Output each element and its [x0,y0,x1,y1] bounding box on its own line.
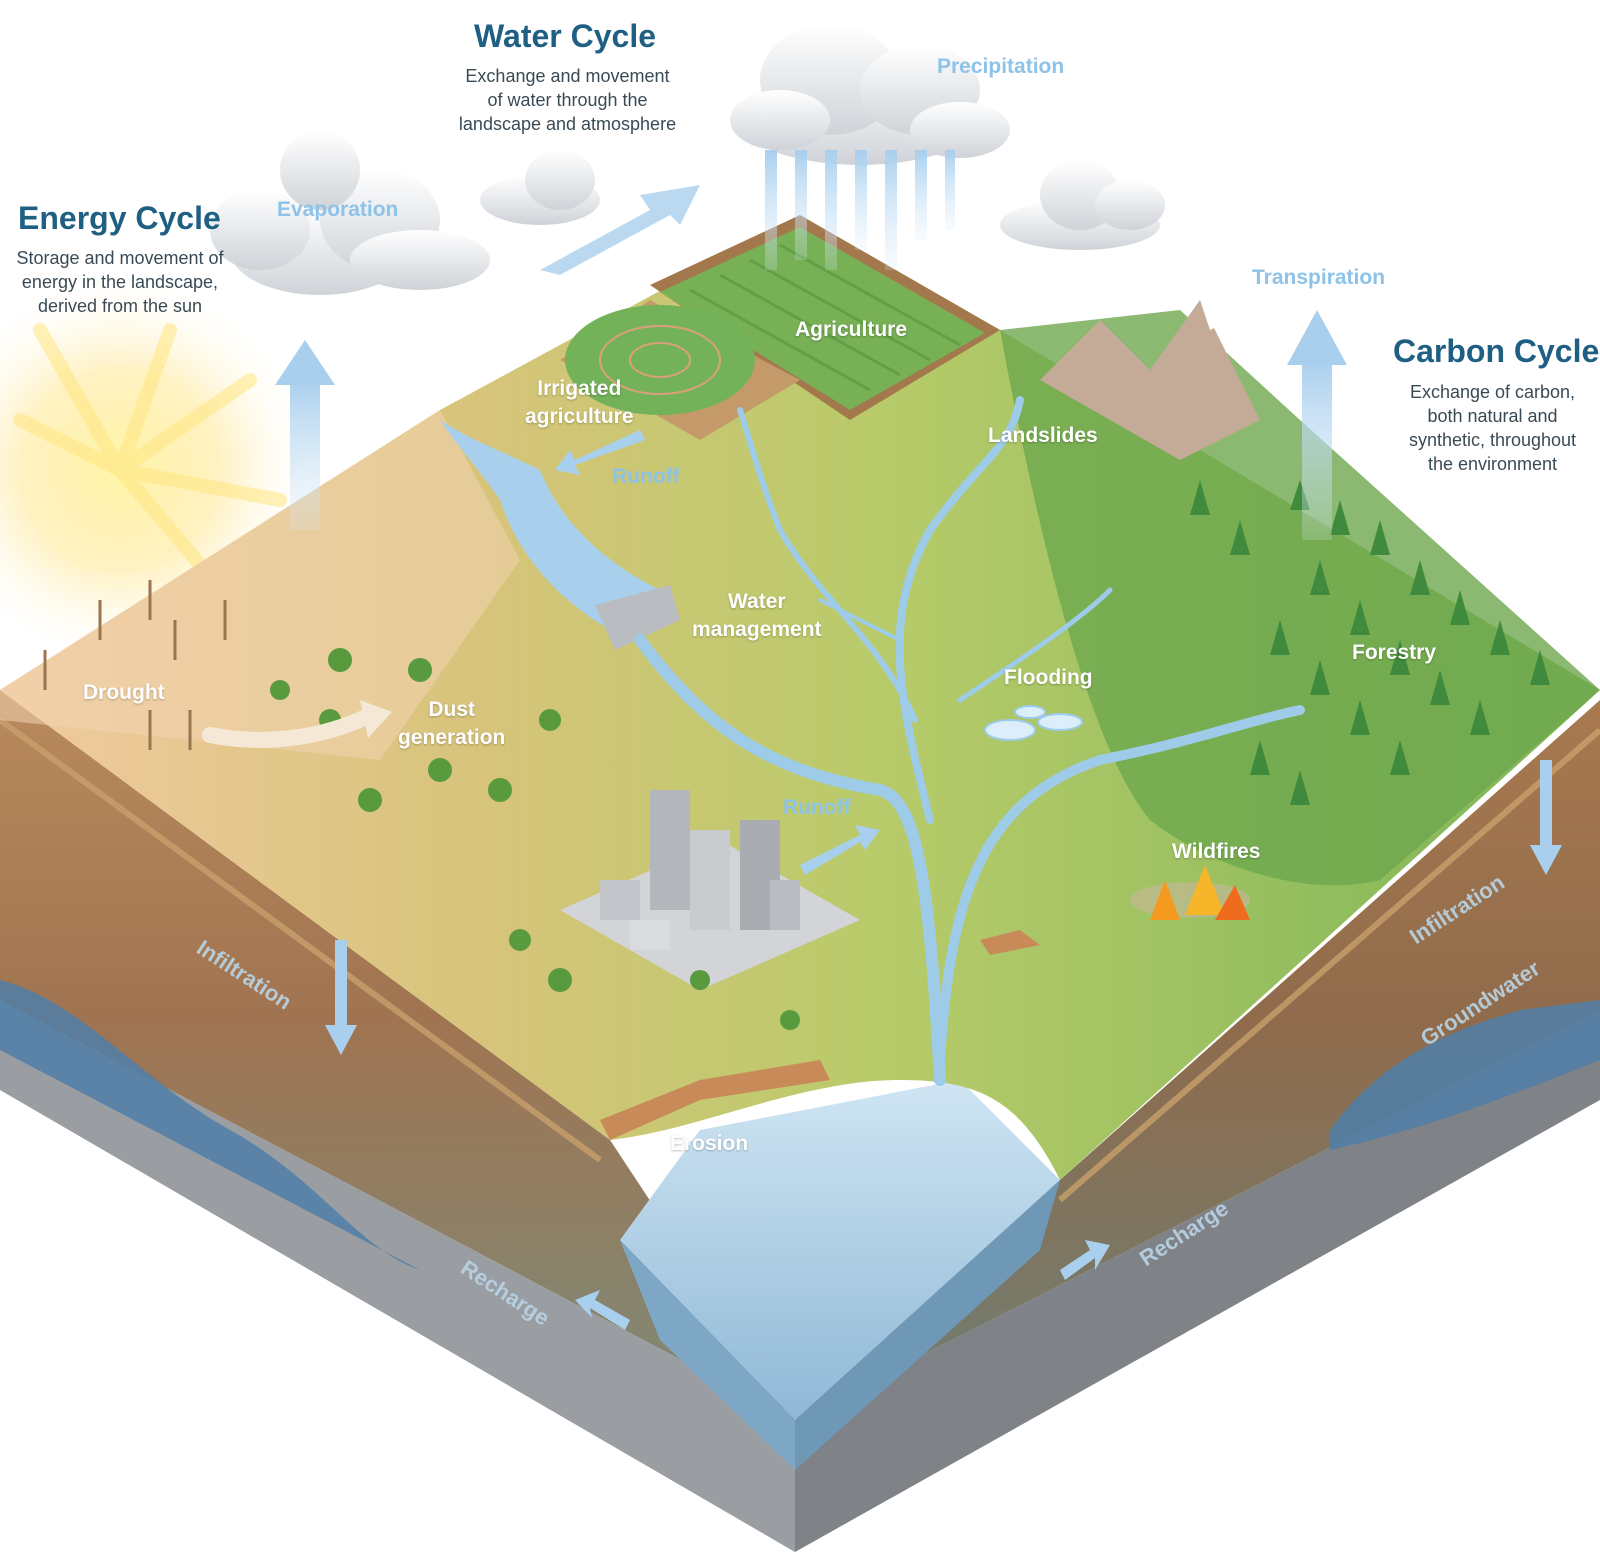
dust-arrow [202,700,392,748]
infiltration-arrow-left [325,940,357,1055]
irrigated-line: agriculture [525,405,634,428]
evaporation-label: Evaporation [277,198,399,221]
wildfire-icon [1130,865,1250,920]
landslides-label: Landslides [988,424,1098,447]
water-management-label: Water management [692,588,822,644]
recharge-arrow-right [1060,1240,1110,1280]
energy-desc-line: energy in the landscape, [21,272,219,292]
dust-generation-label: Dust generation [398,696,505,752]
runoff-arrow-top [555,430,645,475]
water-cycle-title: Water Cycle [474,18,656,54]
land-surface [0,215,1600,1180]
energy-cycle-title: Energy Cycle [18,200,221,236]
river [634,396,1305,1086]
dust-line: Dust [428,698,476,721]
carbon-desc-line: the environment [1427,454,1558,474]
runoff-label-city: Runoff [783,796,851,819]
forestry-label: Forestry [1352,641,1437,664]
carbon-desc-line: both natural and [1427,406,1558,426]
flood-pools [984,705,1083,741]
carbon-desc-line: synthetic, throughout [1408,430,1577,450]
small-cloud-left [480,150,600,225]
water-desc-line: Exchange and movement [465,66,670,86]
water-desc-line: of water through the [487,90,648,110]
water-management-line: Water [727,590,786,613]
carbon-cycle-desc: Exchange of carbon, both natural and syn… [1385,380,1600,476]
energy-desc-line: derived from the sun [37,296,203,316]
precipitation-label: Precipitation [937,55,1065,78]
city-buildings [560,790,860,990]
flooding-label: Flooding [1004,666,1093,689]
agriculture-label: Agriculture [795,318,908,341]
water-management-line: management [692,618,822,641]
carbon-desc-line: Exchange of carbon, [1409,382,1576,402]
conifer-forest [1190,480,1550,805]
wildfires-label: Wildfires [1172,840,1261,863]
water-cycle-desc: Exchange and movement of water through t… [430,64,705,136]
agriculture-fields [560,215,1000,440]
recharge-arrow-left [575,1290,630,1330]
carbon-cycle-title: Carbon Cycle [1393,333,1600,369]
runoff-label-top: Runoff [612,465,680,488]
evaporation-cloud [210,130,490,295]
runoff-arrow-city [800,825,880,875]
atmosphere-flow-arrow [540,185,700,275]
dust-line: generation [398,726,506,749]
precipitation-cloud [730,25,1010,165]
energy-desc-line: Storage and movement of [16,248,224,268]
dead-trees [43,580,227,750]
small-cloud-right [1000,160,1165,250]
drought-label: Drought [83,681,165,704]
transpiration-arrow [1287,310,1347,540]
irrigated-line: Irrigated [537,377,622,400]
rain-streaks [765,150,955,270]
trees [270,648,800,1030]
irrigated-agriculture-label: Irrigated agriculture [525,375,634,431]
energy-cycle-desc: Storage and movement of energy in the la… [0,246,240,318]
water-desc-line: landscape and atmosphere [458,114,677,134]
reservoir [440,420,680,650]
transpiration-label: Transpiration [1252,266,1386,289]
infiltration-arrow-right [1530,760,1562,875]
erosion-ledges [600,930,1040,1140]
evaporation-arrow [275,340,335,530]
erosion-label: Erosion [670,1132,749,1155]
lake-cross-section [620,1080,1060,1470]
